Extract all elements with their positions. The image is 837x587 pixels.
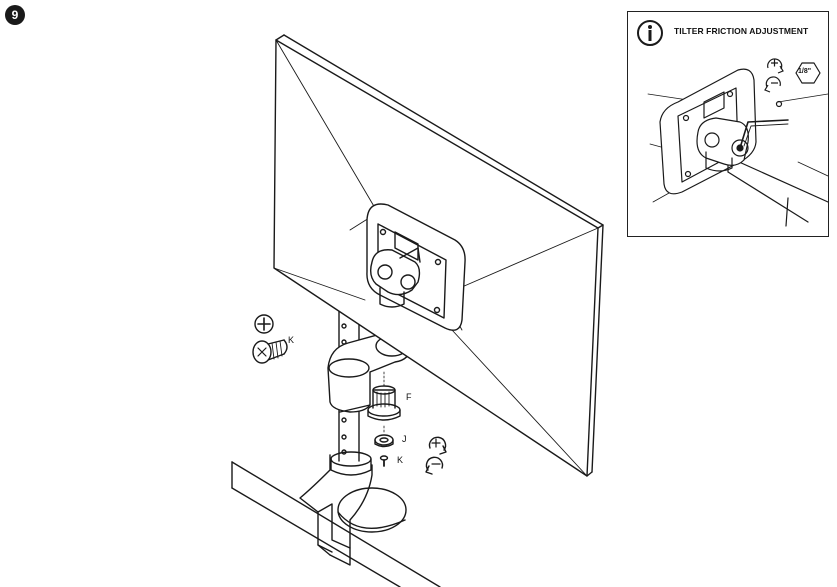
label-washer-j: J [402, 434, 407, 444]
info-icon [637, 20, 663, 46]
inset-rotate-minus-icon [764, 76, 781, 93]
tilter-friction-inset: TILTER FRICTION ADJUSTMENT [627, 11, 829, 237]
rotate-minus-icon [425, 456, 444, 475]
step-number-badge: 9 [5, 5, 25, 25]
inset-illustration [647, 58, 828, 227]
screw-k-lower [379, 455, 389, 467]
clamp-base [299, 451, 407, 566]
desk-edge [231, 461, 441, 587]
label-screw-k-upper: K [288, 335, 295, 345]
label-screw-k-lower: K [397, 455, 404, 465]
screw-k-upper [252, 339, 288, 364]
rotate-plus-icon [428, 436, 447, 455]
tilter-head [369, 247, 421, 308]
inset-rotate-plus-icon [767, 58, 784, 74]
label-knob-f: F [406, 392, 412, 402]
inset-title: TILTER FRICTION ADJUSTMENT [674, 26, 809, 36]
washer-j [374, 425, 394, 448]
hex-key-size: 1/8" [798, 68, 812, 75]
plus-screw-icon [254, 314, 274, 334]
knob-f [367, 371, 401, 421]
